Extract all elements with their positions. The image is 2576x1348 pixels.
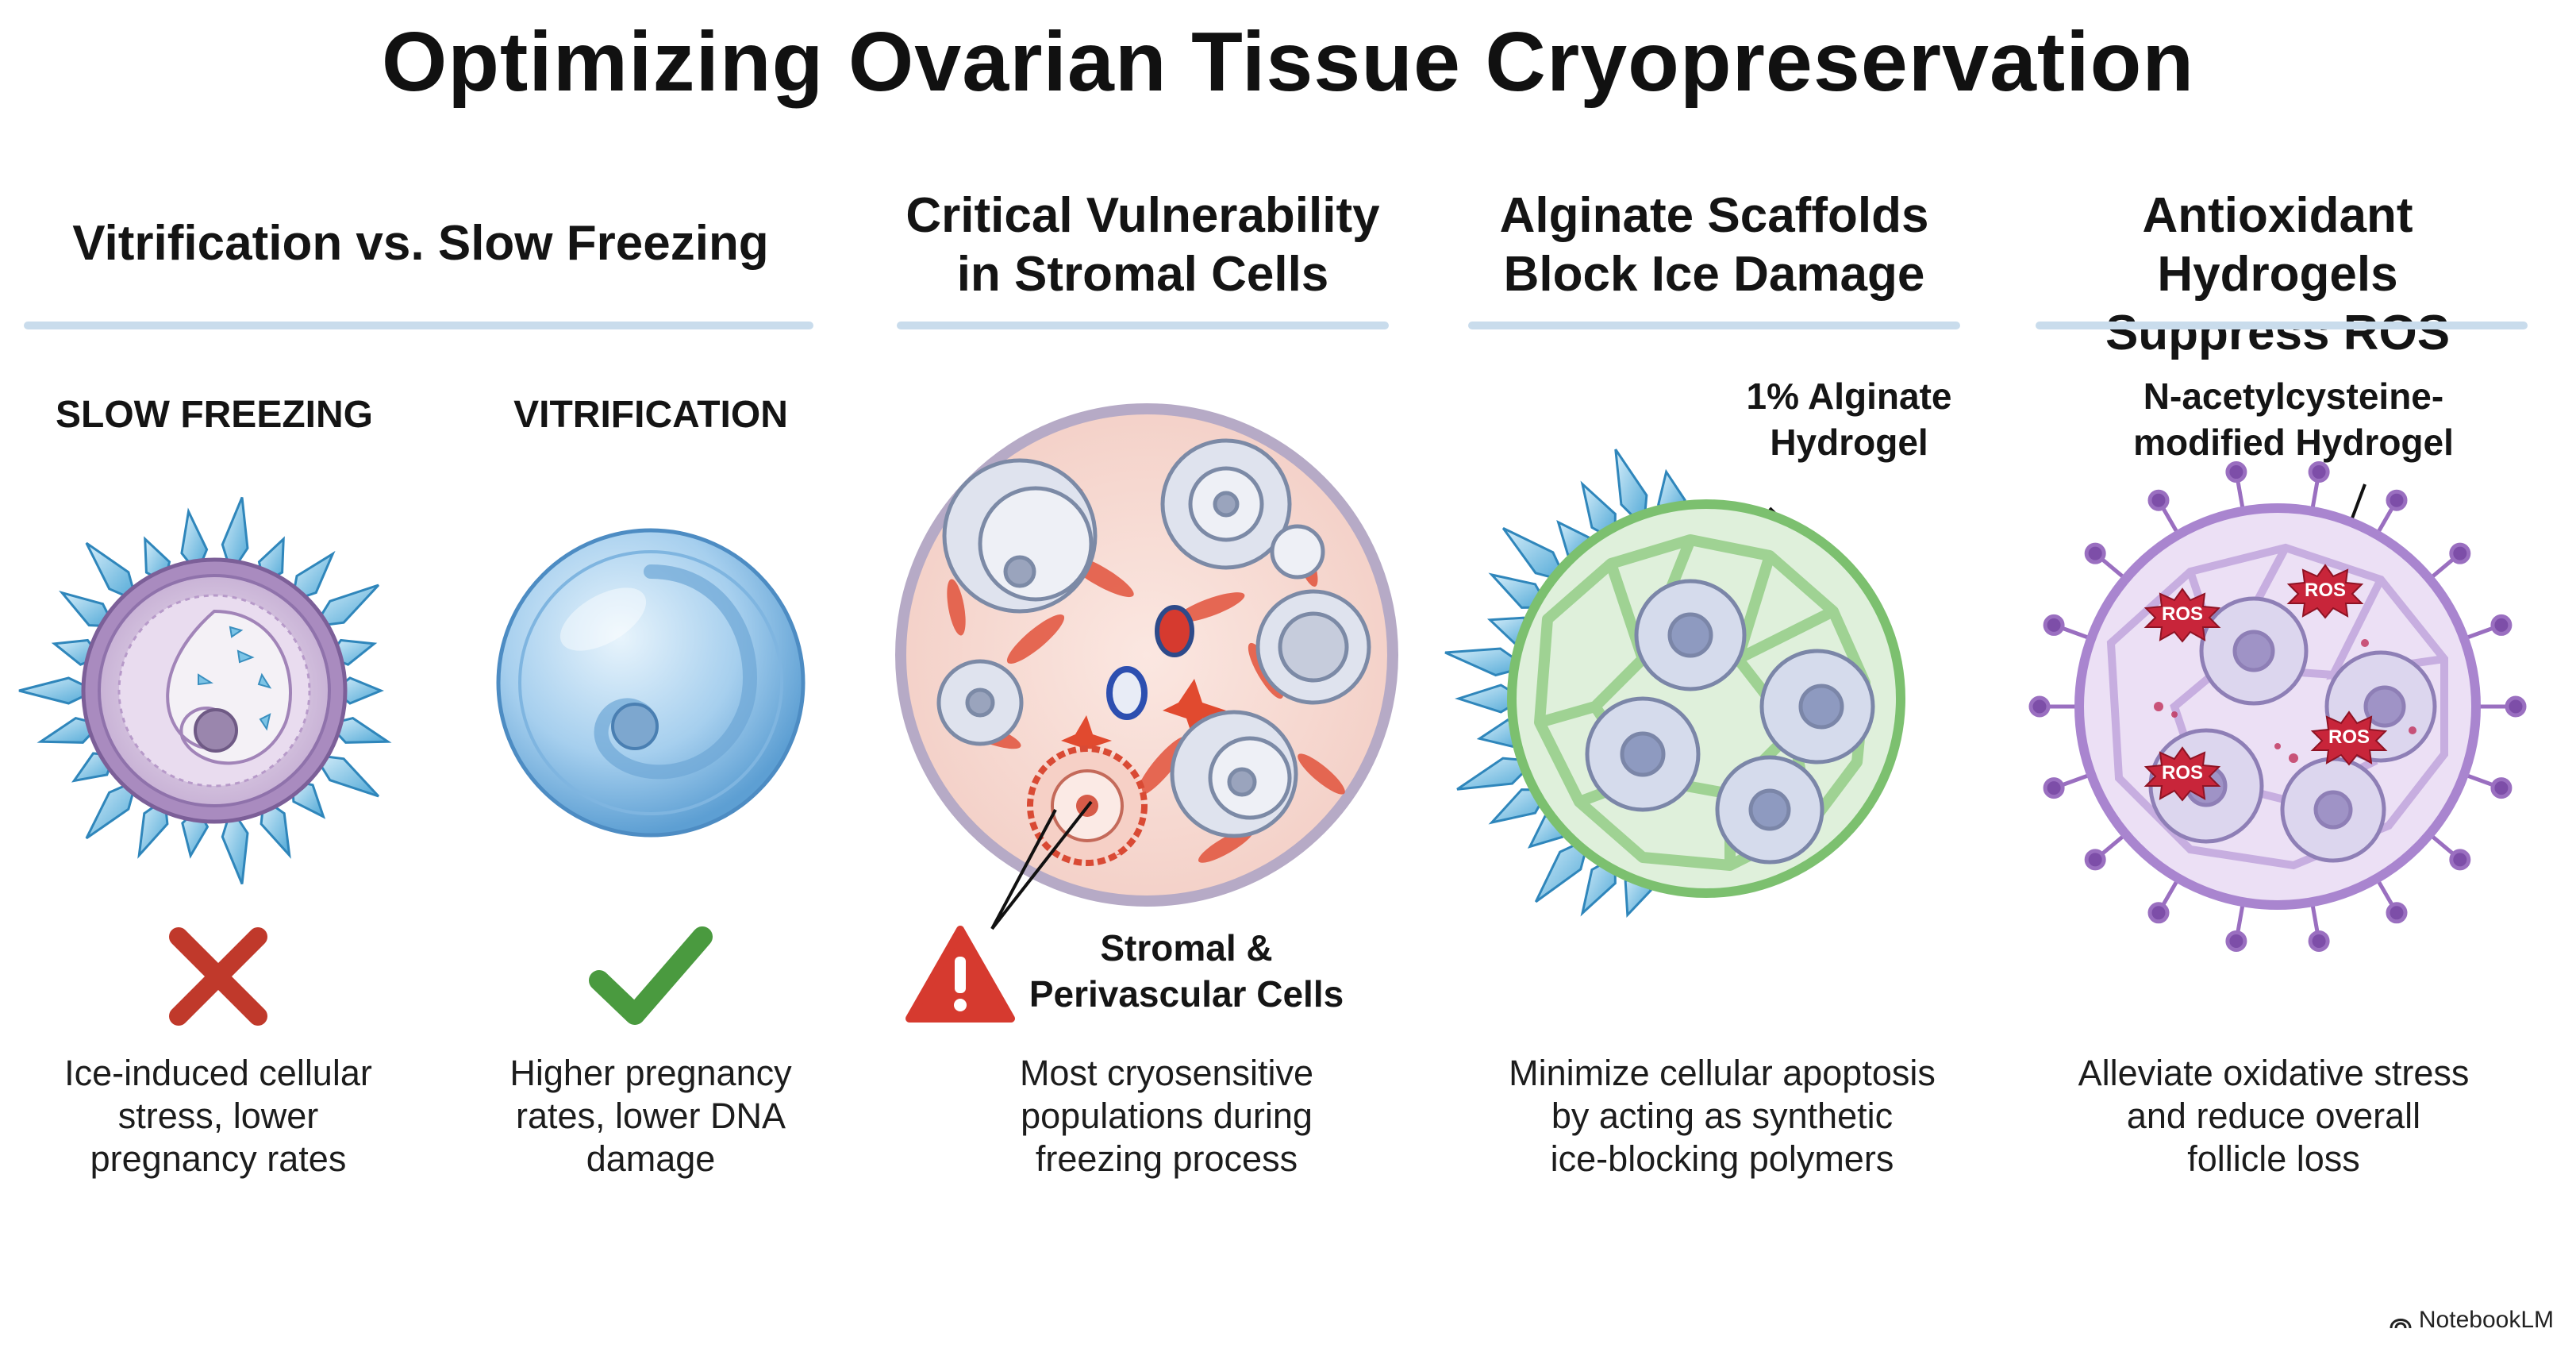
- antioxidant-hydrogel-illustration: [2028, 461, 2527, 952]
- section-divider: [2036, 322, 2528, 329]
- ros-burst-icon: [2286, 564, 2364, 619]
- stromal-tissue-illustration: [895, 403, 1398, 907]
- notebooklm-logo-icon: [2390, 1319, 2412, 1329]
- nac-hydrogel-callout: N-acetylcysteine- modified Hydrogel: [2133, 376, 2454, 463]
- ros-burst-icon: [2310, 711, 2388, 766]
- cross-icon: [169, 927, 267, 1026]
- stromal-callout: Stromal & Perivascular Cells: [1028, 927, 1344, 1015]
- vitrification-follicle-illustration: [496, 528, 805, 838]
- antioxidant-heading: Antioxidant Hydrogels Suppress ROS: [2105, 188, 2451, 360]
- brand-footer: NotebookLM: [2389, 1307, 2554, 1334]
- section-divider: [897, 322, 1389, 329]
- slow-freezing-follicle-illustration: [18, 496, 392, 885]
- page-title: Optimizing Ovarian Tissue Cryopreservati…: [381, 15, 2195, 109]
- ros-badge: ROS: [2143, 746, 2222, 802]
- ros-burst-icon: [2143, 587, 2221, 643]
- vitrification-description: Higher pregnancy rates, lower DNA damage: [509, 1053, 792, 1179]
- ros-badge: ROS: [2286, 564, 2365, 619]
- warning-icon: [905, 926, 1015, 1023]
- stromal-heading: Critical Vulnerability in Stromal Cells: [905, 188, 1380, 302]
- alginate-description: Minimize cellular apoptosis by acting as…: [1509, 1053, 1936, 1179]
- vitrification-label: VITRIFICATION: [513, 394, 788, 436]
- slow-freezing-label: SLOW FREEZING: [56, 394, 373, 436]
- ros-badge: ROS: [2309, 711, 2389, 766]
- ros-burst-icon: [2143, 746, 2221, 802]
- check-icon: [589, 926, 713, 1025]
- stromal-pointer-lines: [990, 800, 1093, 930]
- antioxidant-description: Alleviate oxidative stress and reduce ov…: [2078, 1053, 2470, 1179]
- alginate-callout: 1% Alginate Hydrogel: [1746, 376, 1952, 463]
- stromal-description: Most cryosensitive populations during fr…: [1019, 1053, 1314, 1179]
- slow-freezing-description: Ice-induced cellular stress, lower pregn…: [64, 1053, 372, 1179]
- alginate-heading: Alginate Scaffolds Block Ice Damage: [1499, 188, 1929, 302]
- section-divider: [24, 322, 813, 329]
- brand-name: NotebookLM: [2418, 1307, 2554, 1333]
- vitrification-heading: Vitrification vs. Slow Freezing: [72, 216, 769, 271]
- section-divider: [1468, 322, 1960, 329]
- alginate-scaffold-illustration: [1444, 449, 1905, 919]
- ros-badge: ROS: [2143, 587, 2222, 643]
